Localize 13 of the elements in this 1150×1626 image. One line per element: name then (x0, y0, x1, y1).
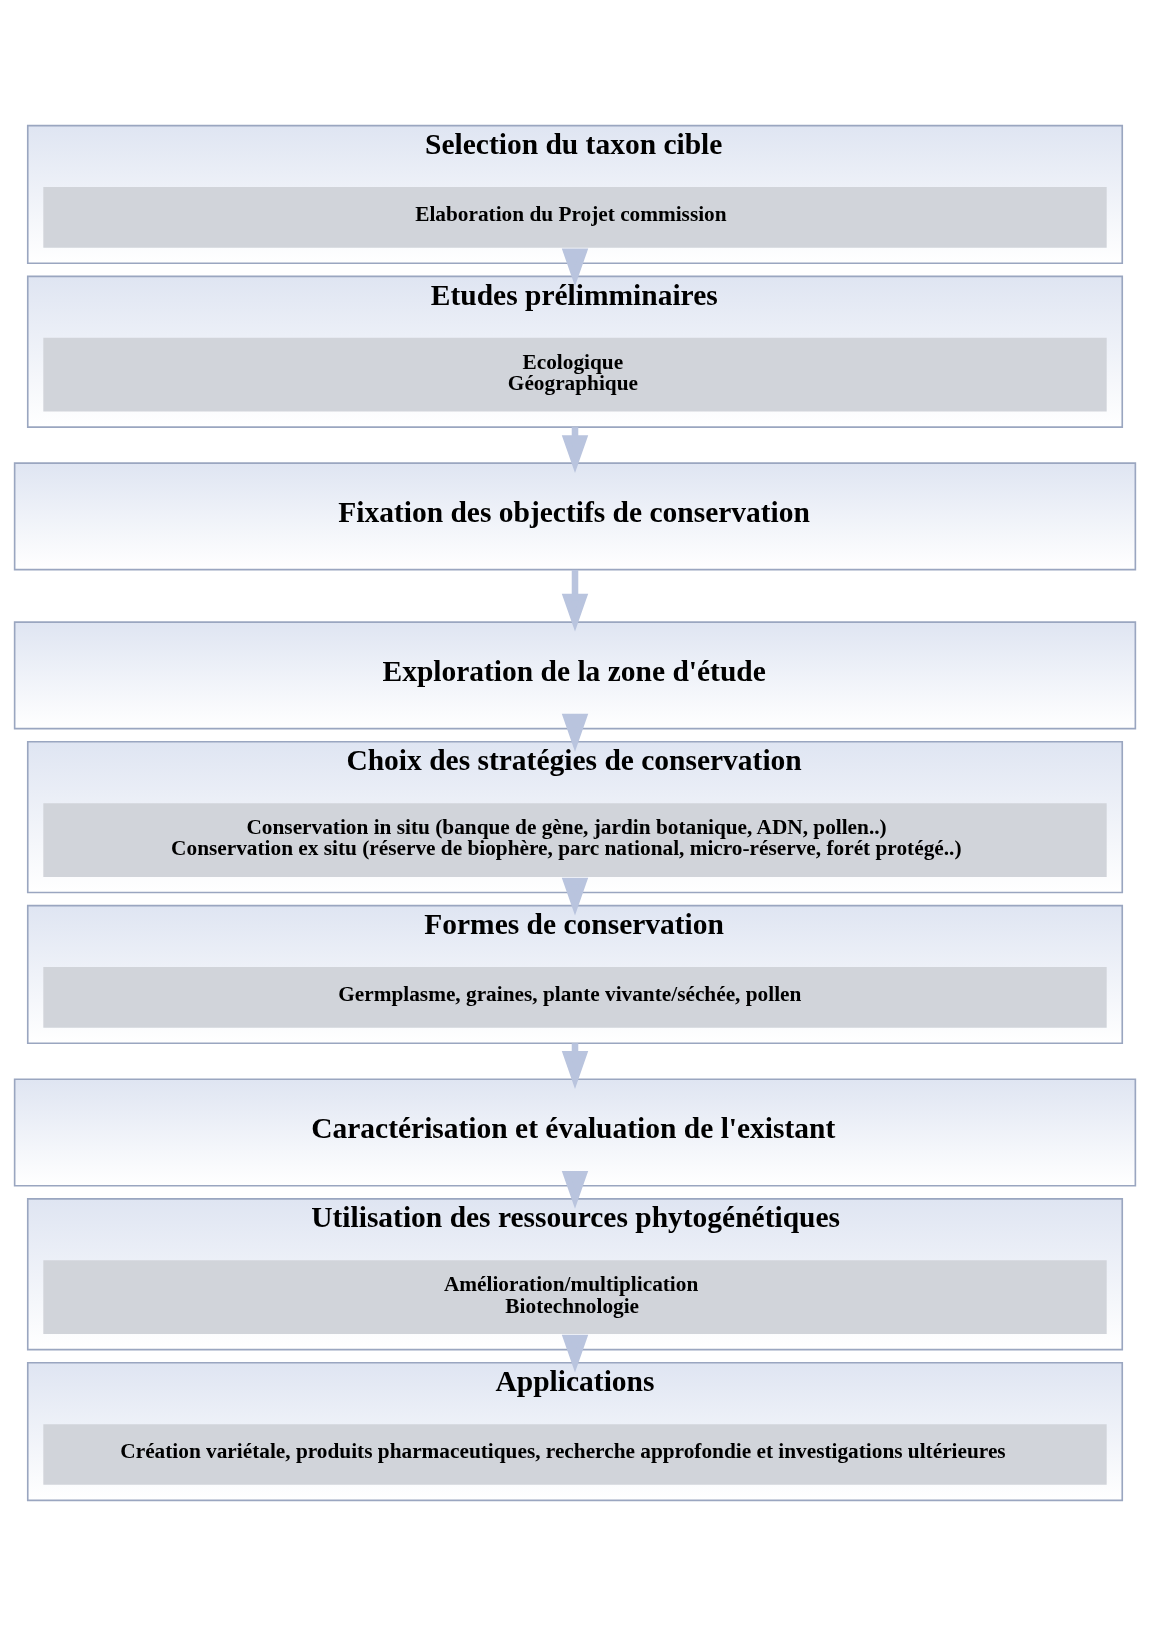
node-box: Elaboration du Projet commission (43, 187, 1107, 248)
node-box: Ecologique Géographique (43, 337, 1107, 412)
node-box: Amélioration/multiplication Biotechnologie (43, 1260, 1107, 1335)
arrow (561, 713, 589, 752)
node-box: Fixation des objectifs de conservation (13, 462, 1137, 571)
node-box: Germplasme, graines, plante vivante/séchée, pollen (43, 967, 1107, 1028)
arrow (561, 248, 589, 287)
arrow (561, 877, 589, 916)
node-box: Conservation in situ (banque de gène, jardin botanique, ADN, pollen..) Conservation ex situ (réserve de biophère, parc national, micro-réserve, forét protégé..) (43, 803, 1107, 877)
node-box: Création variétale, produits pharmaceutiques, recherche approfondie et investigations ultérieures (43, 1424, 1107, 1485)
arrow (561, 569, 589, 632)
arrow (561, 1334, 589, 1373)
arrow (561, 1171, 589, 1209)
